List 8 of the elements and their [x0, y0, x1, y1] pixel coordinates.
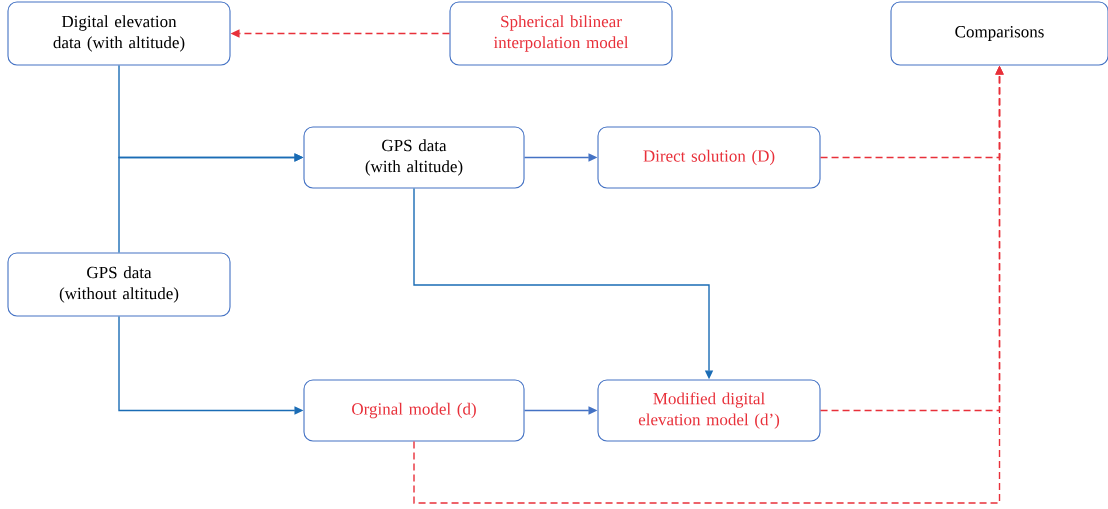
- process-box: Direct solution (D): [597, 126, 821, 189]
- process-box: Comparisons: [890, 1, 1108, 66]
- process-box: GPS data (without altitude): [7, 252, 231, 317]
- process-box: GPS data (with altitude): [303, 126, 525, 189]
- process-box: Digital elevation data (with altitude): [7, 1, 231, 66]
- process-box: Spherical bilinear interpolation model: [449, 1, 673, 66]
- process-box: Modified digital elevation model (d’): [597, 379, 821, 442]
- process-box: Orginal model (d): [303, 379, 525, 442]
